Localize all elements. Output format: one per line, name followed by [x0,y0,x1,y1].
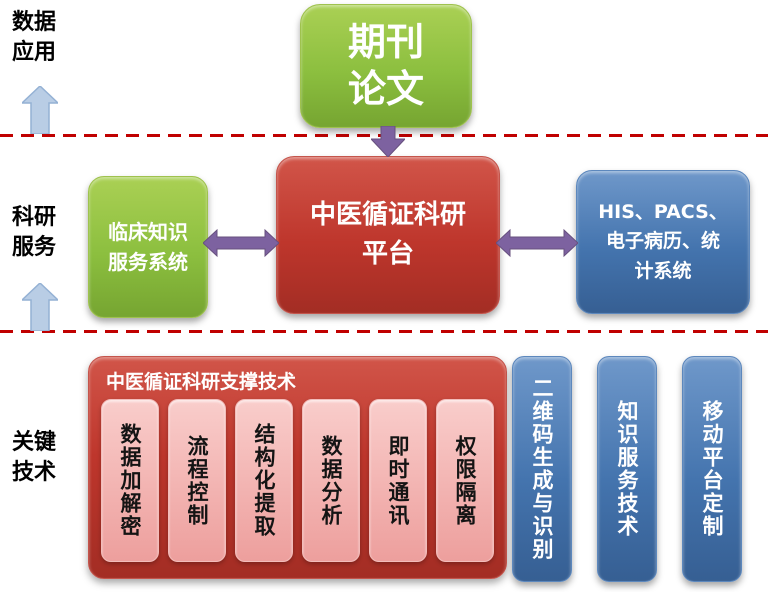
support-technology-title: 中医循证科研支撑技术 [106,371,297,393]
tcm-platform-box: 中医循证科研 平台 [276,156,500,314]
support-technology-container: 中医循证科研支撑技术 数据加解密 流程控制 结构化提取 数据分析 即时通讯 权限… [88,356,507,579]
down-arrow-icon [371,126,405,157]
side-box-mobile-platform: 移动平台定制 [682,356,742,582]
his-pacs-box: HIS、PACS、 电子病历、统 计系统 [576,170,750,314]
tech-box-label: 权限隔离 [453,434,477,527]
left-right-arrow-icon [203,228,279,258]
journal-paper-box: 期刊 论文 [300,4,472,128]
tech-box-instant-messaging: 即时通讯 [369,399,427,562]
clinical-knowledge-box: 临床知识 服务系统 [88,176,208,318]
tech-box-label: 结构化提取 [252,423,276,538]
tech-box-data-analysis: 数据分析 [302,399,360,562]
tech-box-structured-extraction: 结构化提取 [235,399,293,562]
up-arrow-icon [22,86,58,134]
side-box-label: 二维码生成与识别 [530,377,554,561]
side-box-label: 移动平台定制 [700,400,724,538]
tech-box-process-control: 流程控制 [168,399,226,562]
left-right-arrow-icon [496,228,578,258]
tech-box-label: 数据分析 [319,434,343,527]
zone-label-data-application: 数据 应用 [12,10,57,65]
side-box-label: 知识服务技术 [615,400,639,538]
side-box-knowledge-service: 知识服务技术 [597,356,657,582]
zone-label-key-technology: 关键 技术 [12,430,57,485]
tech-box-data-encryption: 数据加解密 [101,399,159,562]
zone-label-research-service: 科研 服务 [12,205,57,260]
up-arrow-icon [22,283,58,331]
tech-box-label: 流程控制 [185,434,209,527]
tech-box-row: 数据加解密 流程控制 结构化提取 数据分析 即时通讯 权限隔离 [101,399,494,562]
tech-box-permission-isolation: 权限隔离 [436,399,494,562]
side-box-qrcode: 二维码生成与识别 [512,356,572,582]
tech-box-label: 即时通讯 [386,434,410,527]
tech-box-label: 数据加解密 [118,423,142,538]
zone-divider-bottom [0,330,768,333]
